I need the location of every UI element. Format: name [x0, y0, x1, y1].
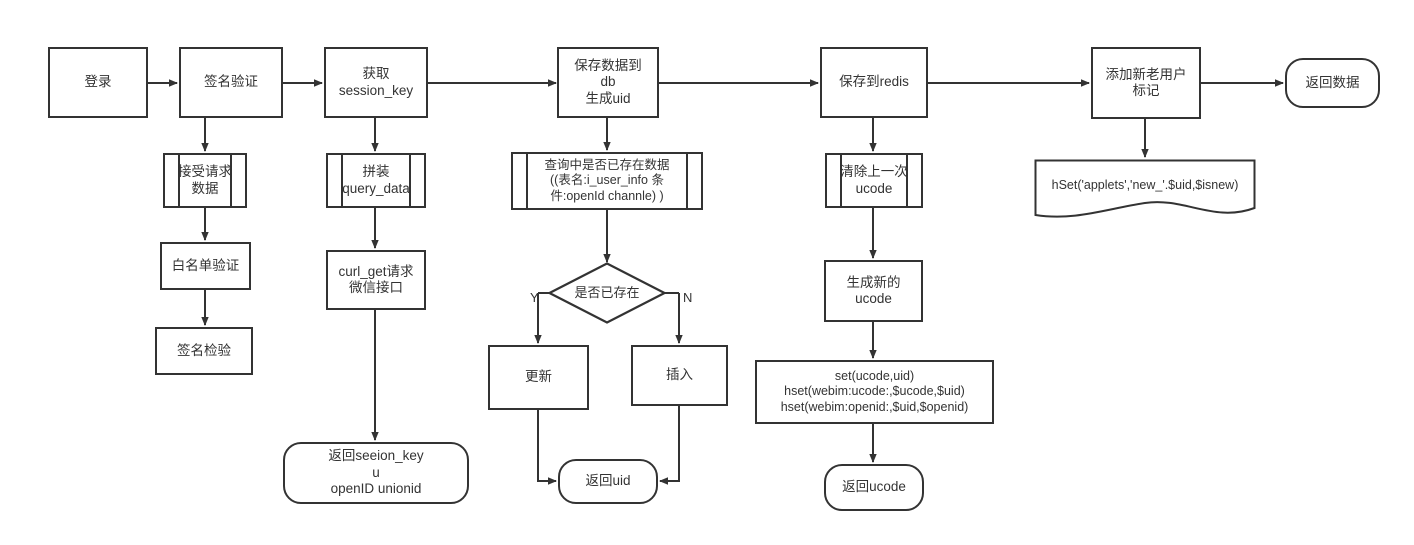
node-save-db-label: 保存数据到 db 生成uid [574, 57, 642, 106]
node-whitelist-verify[interactable]: 白名单验证 [160, 242, 251, 290]
node-save-redis-label: 保存到redis [839, 74, 909, 90]
node-insert-label: 插入 [666, 367, 693, 383]
node-return-data-label: 返回数据 [1305, 74, 1360, 90]
node-save-redis[interactable]: 保存到redis [820, 47, 928, 118]
node-query-exists[interactable]: 查询中是否已存在数据 ((表名:i_user_info 条 件:openId c… [511, 152, 703, 210]
node-return-session-key[interactable]: 返回seeion_key u openID unionid [283, 442, 469, 504]
node-return-uid[interactable]: 返回uid [558, 459, 658, 504]
edge-update-to-returnuid [537, 410, 557, 485]
node-return-data[interactable]: 返回数据 [1285, 58, 1380, 108]
node-sign-check-label: 签名检验 [177, 342, 231, 358]
node-login-label: 登录 [84, 74, 112, 90]
node-whitelist-verify-label: 白名单验证 [171, 257, 240, 273]
edge-label-yes: Y [530, 290, 539, 305]
node-accept-request-data[interactable]: 接受请求 数据 [163, 153, 247, 208]
node-update-label: 更新 [525, 369, 552, 385]
node-assemble-query-data-label: 拼装 query_data [342, 164, 410, 196]
node-return-ucode[interactable]: 返回ucode [824, 464, 924, 511]
node-get-session-key-label: 获取 session_key [338, 66, 414, 98]
node-add-newold-flag-label: 添加新老用户 标记 [1105, 66, 1187, 98]
node-return-uid-label: 返回uid [585, 473, 631, 489]
document-shape-outline [1034, 159, 1256, 219]
node-save-db[interactable]: 保存数据到 db 生成uid [557, 47, 659, 118]
node-update[interactable]: 更新 [488, 345, 589, 410]
node-accept-request-data-label: 接受请求 数据 [178, 164, 232, 196]
node-clear-last-ucode[interactable]: 清除上一次 ucode [825, 153, 923, 208]
node-clear-last-ucode-label: 清除上一次 ucode [840, 164, 908, 196]
node-curl-get-label: curl_get请求 微信接口 [338, 263, 414, 295]
decision-diamond-outline [548, 262, 666, 324]
node-query-exists-label: 查询中是否已存在数据 ((表名:i_user_info 条 件:openId c… [544, 158, 670, 203]
node-sign-check[interactable]: 签名检验 [155, 327, 253, 375]
node-gen-new-ucode[interactable]: 生成新的 ucode [824, 260, 923, 322]
node-hset-applets[interactable]: hSet('applets','new_'.$uid,$isnew) [1034, 159, 1256, 219]
node-insert[interactable]: 插入 [631, 345, 728, 406]
node-decision-exists-label: 是否已存在 [574, 285, 640, 301]
node-hset-applets-label: hSet('applets','new_'.$uid,$isnew) [1051, 178, 1239, 193]
node-get-session-key[interactable]: 获取 session_key [324, 47, 428, 118]
node-decision-exists[interactable]: 是否已存在 [548, 262, 666, 324]
node-return-ucode-label: 返回ucode [842, 479, 906, 495]
node-assemble-query-data[interactable]: 拼装 query_data [326, 153, 426, 208]
node-sign-verify[interactable]: 签名验证 [179, 47, 283, 118]
node-login[interactable]: 登录 [48, 47, 148, 118]
node-sign-verify-label: 签名验证 [204, 74, 258, 90]
node-gen-new-ucode-label: 生成新的 ucode [846, 274, 901, 306]
node-redis-commands-label: set(ucode,uid) hset(webim:ucode:,$ucode,… [780, 369, 969, 414]
node-redis-commands[interactable]: set(ucode,uid) hset(webim:ucode:,$ucode,… [755, 360, 994, 424]
edge-insert-to-returnuid [659, 406, 680, 485]
node-return-session-key-label: 返回seeion_key u openID unionid [328, 448, 424, 497]
node-curl-get[interactable]: curl_get请求 微信接口 [326, 250, 426, 310]
edge-label-no: N [683, 290, 693, 305]
node-add-newold-flag[interactable]: 添加新老用户 标记 [1091, 47, 1201, 119]
